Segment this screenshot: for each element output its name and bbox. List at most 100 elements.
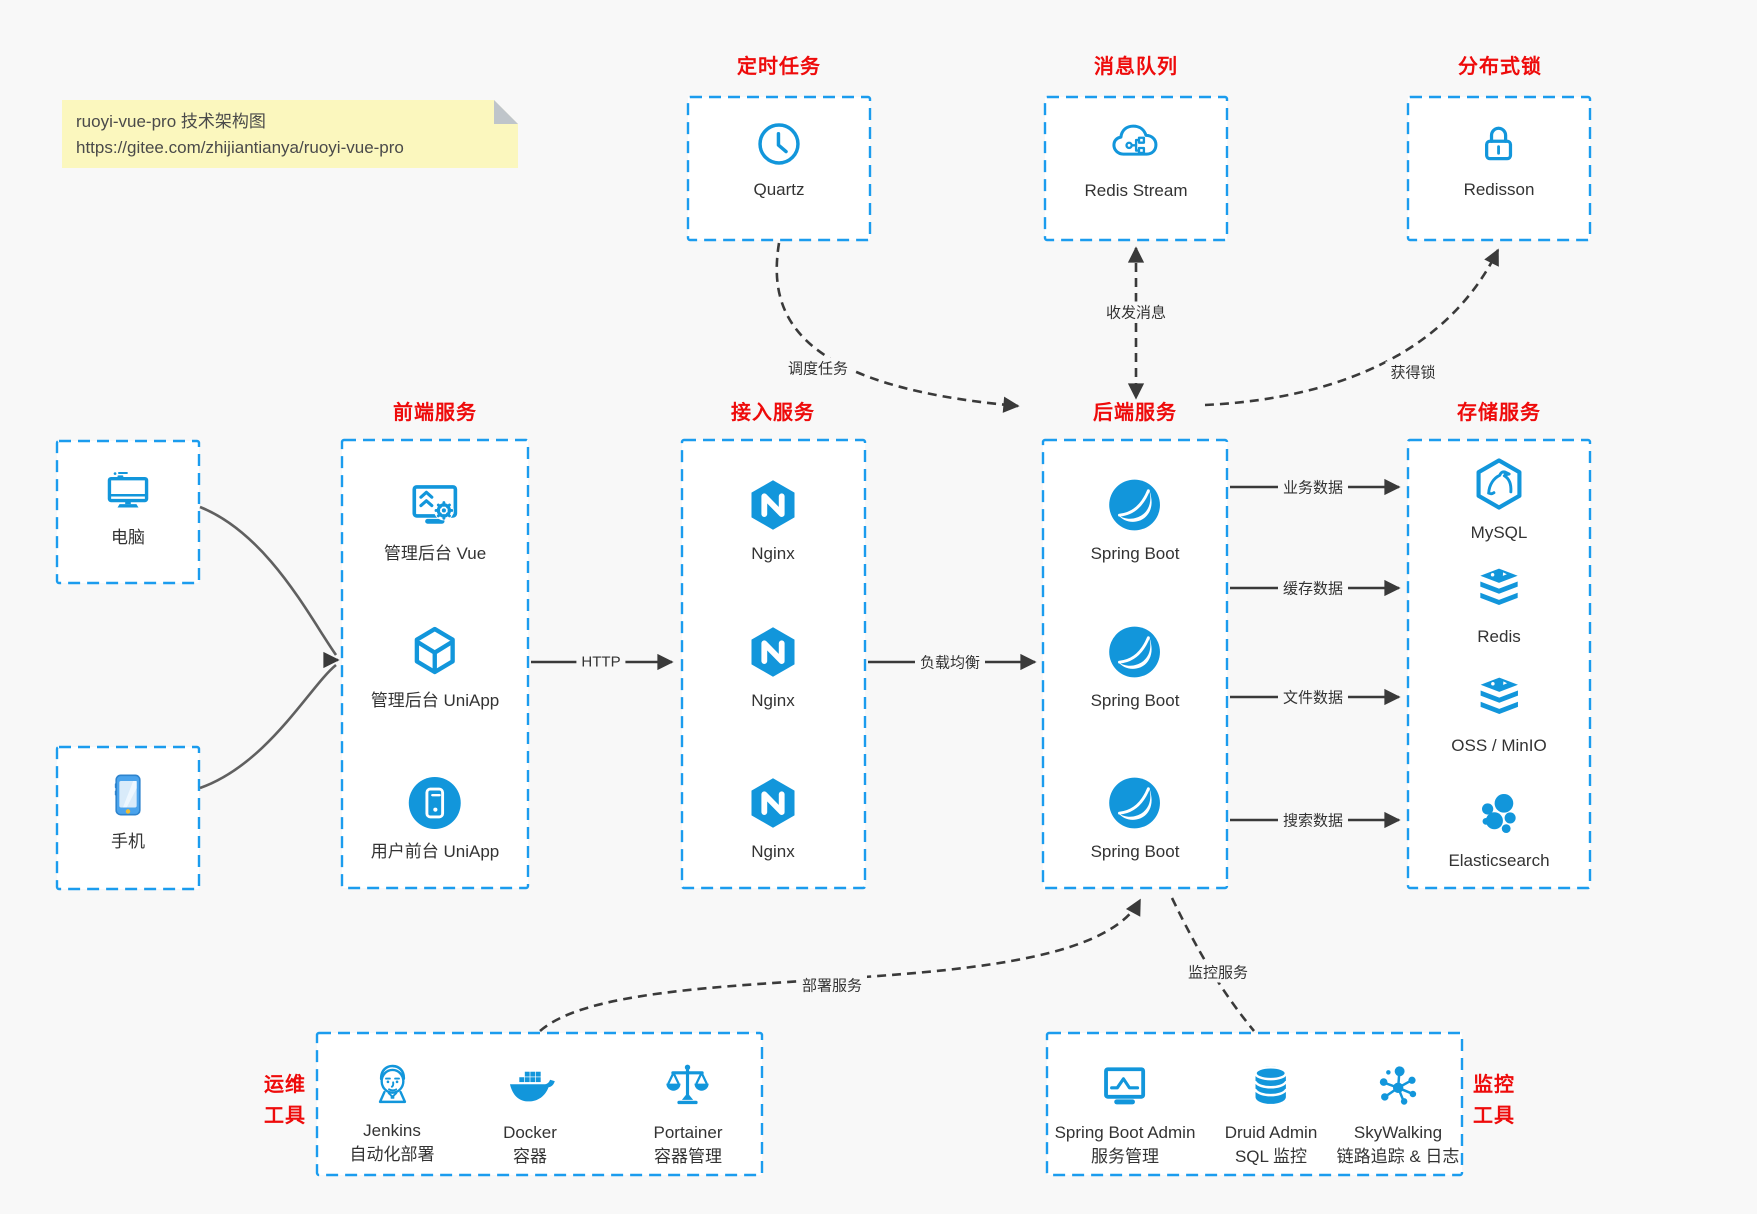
spring-icon [1106,774,1164,832]
cloud-stream-icon [1108,115,1164,171]
node-label: Nginx [751,691,795,710]
spring-icon [1106,623,1164,681]
group-boxes [55,95,1592,1177]
spring-icon [1106,476,1164,534]
node-springboot-2: Spring Boot [1090,623,1180,712]
title-storage: 存储服务 [1457,402,1541,424]
edge-acquire-lock [1204,248,1500,407]
node-computer: 电脑 [101,464,155,549]
node-label: Redis Stream [1084,181,1188,200]
edge-label-search-data: 搜索数据 [1277,809,1349,831]
node-sublabel: 容器 [512,1147,547,1166]
phone-icon [101,768,155,822]
desktop-icon [101,464,155,518]
note-line-1: ruoyi-vue-pro 技术架构图 [76,112,266,131]
node-sublabel: 链路追踪 & 日志 [1336,1147,1460,1166]
portainer-icon [661,1058,715,1112]
edge-label-biz-data: 业务数据 [1277,476,1349,498]
node-phone: 手机 [101,768,155,853]
title-gateway: 接入服务 [731,402,815,424]
node-nginx-3: Nginx [744,774,802,863]
nginx-icon [744,623,802,681]
edge-label-messages: 收发消息 [1100,301,1172,323]
edge-phone-frontend [199,663,337,790]
edge-schedule [775,242,1020,413]
node-nginx-1: Nginx [744,476,802,565]
node-label: Quartz [753,180,805,199]
elasticsearch-icon [1472,787,1526,841]
sba-icon [1098,1058,1152,1112]
title-monitoring-tools: 监控 工具 [1473,1074,1515,1127]
node-redisson: Redisson [1463,118,1535,201]
node-label: 电脑 [111,528,145,547]
node-skywalking: SkyWalking 链路追踪 & 日志 [1336,1058,1460,1169]
node-docker: Docker 容器 [503,1058,557,1169]
node-label: Nginx [751,842,795,861]
node-label: 管理后台 Vue [383,544,487,563]
node-oss-minio: OSS / MinIO [1451,670,1547,757]
edge-label-acquire-lock: 获得锁 [1385,361,1441,383]
node-label: Spring Boot [1090,842,1180,861]
edge-label-deploy: 部署服务 [796,974,868,996]
lock-icon [1473,118,1525,170]
title-frontend: 前端服务 [393,402,477,424]
title-scheduled-task: 定时任务 [737,56,821,78]
node-label: OSS / MinIO [1451,736,1547,755]
node-quartz: Quartz [753,118,805,201]
mysql-icon [1470,455,1528,513]
node-label: Spring Boot Admin [1054,1123,1196,1142]
edge-label-http: HTTP [576,653,626,671]
jenkins-icon [366,1058,418,1110]
title-ops-tools: 运维 工具 [264,1074,306,1127]
node-label: 手机 [111,832,145,851]
sticky-note: ruoyi-vue-pro 技术架构图 https://gitee.com/zh… [62,100,518,168]
node-label: Spring Boot [1090,691,1180,710]
title-message-queue: 消息队列 [1094,56,1178,78]
node-sublabel: SQL 监控 [1234,1147,1308,1166]
admin-vue-icon [406,476,464,534]
node-label: Redisson [1463,180,1535,199]
docker-icon [503,1058,557,1112]
node-label: Docker [503,1123,557,1142]
node-druid-admin: Druid Admin SQL 监控 [1224,1058,1318,1169]
clock-icon [753,118,805,170]
edge-label-schedule: 调度任务 [782,357,854,379]
node-nginx-2: Nginx [744,623,802,712]
node-admin-vue: 管理后台 Vue [384,476,486,565]
edge-label-cache-data: 缓存数据 [1277,577,1349,599]
nginx-icon [744,774,802,832]
node-label: Jenkins [363,1121,421,1140]
node-redis-stream: Redis Stream [1084,115,1188,202]
node-sublabel: 容器管理 [653,1147,722,1166]
title-backend: 后端服务 [1093,402,1177,424]
druid-icon [1244,1058,1298,1112]
redis-stack-icon [1471,561,1527,617]
node-mysql: MySQL [1470,455,1528,544]
title-distributed-lock: 分布式锁 [1458,56,1542,78]
edge-computer-frontend [199,505,338,656]
node-label: Elasticsearch [1448,851,1550,870]
node-redis: Redis [1471,561,1527,648]
edge-label-file-data: 文件数据 [1277,686,1349,708]
node-sublabel: 自动化部署 [349,1145,435,1164]
edge-label-monitor: 监控服务 [1182,961,1254,983]
node-label: Spring Boot [1090,544,1180,563]
node-label: 用户前台 UniApp [370,842,500,861]
nginx-icon [744,476,802,534]
mobile-app-icon [406,774,464,832]
edge-label-load-balance: 负载均衡 [914,651,986,673]
node-jenkins: Jenkins 自动化部署 [350,1058,435,1167]
node-label: Nginx [751,544,795,563]
node-spring-boot-admin: Spring Boot Admin 服务管理 [1054,1058,1196,1169]
node-sublabel: 服务管理 [1091,1147,1159,1166]
node-user-uniapp: 用户前台 UniApp [371,774,499,863]
node-label: SkyWalking [1353,1123,1443,1142]
uniapp-cube-icon [406,623,464,681]
node-admin-uniapp: 管理后台 UniApp [371,623,499,712]
node-springboot-3: Spring Boot [1090,774,1180,863]
node-springboot-1: Spring Boot [1090,476,1180,565]
node-label: Redis [1477,627,1521,646]
node-label: Druid Admin [1224,1123,1318,1142]
note-line-2: https://gitee.com/zhijiantianya/ruoyi-vu… [76,138,404,157]
